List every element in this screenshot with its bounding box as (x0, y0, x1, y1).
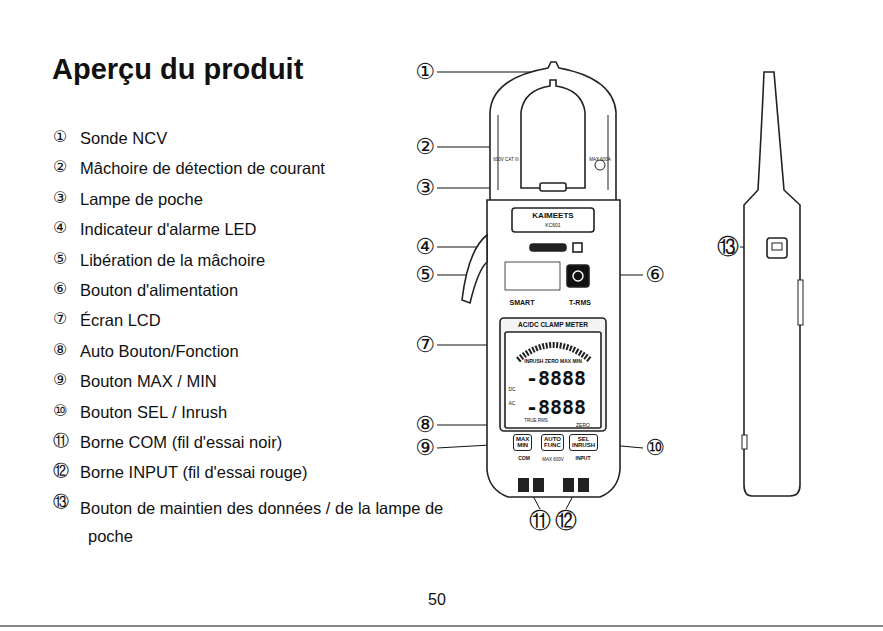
mode-icons (505, 262, 560, 290)
callout-number: ⑨ (415, 436, 435, 460)
jaw-trigger (462, 235, 487, 303)
callout-number: ⑬ (717, 235, 739, 259)
jaw-edge (498, 115, 608, 190)
meter-marking: 600V CAT III (493, 158, 518, 163)
side-lanyard (742, 435, 747, 449)
meter-marking: INPUT (576, 456, 591, 462)
meter-marking: COM (518, 456, 530, 462)
list-number: ⑥ (53, 280, 67, 298)
meter-marking: T-RMS (569, 299, 591, 307)
callout-number: ① (415, 60, 435, 84)
part-name: Bouton MAX / MIN (80, 372, 217, 390)
meter-marking: AC/DC CLAMP METER (518, 321, 588, 328)
led-indicator (530, 244, 566, 251)
callout-number: ⑫ (555, 509, 577, 533)
list-number: ⑦ (53, 310, 67, 328)
hold-button (767, 238, 787, 258)
part-name: Borne INPUT (fil d'essai rouge) (80, 463, 308, 481)
lcd-frame (500, 318, 606, 431)
part-name: Libération de la mâchoire (80, 251, 265, 269)
page-number: 50 (428, 591, 446, 609)
button-label: AUTO FUNC (544, 436, 561, 448)
callout-number: ⑩ (645, 436, 665, 460)
list-number: ⑤ (53, 250, 67, 268)
side-view-body (744, 72, 800, 496)
meter-marking: KC601 (545, 223, 560, 229)
callout-number: ⑪ (529, 509, 551, 533)
hold-icon (772, 243, 782, 250)
part-name: Écran LCD (80, 311, 161, 329)
part-name: Auto Bouton/Fonction (80, 342, 239, 360)
meter-marking: -8888 (526, 396, 586, 418)
callout-number: ⑧ (415, 413, 435, 437)
part-name: Sonde NCV (80, 129, 167, 147)
double-insulation-mark (573, 243, 582, 252)
leader-line (533, 496, 540, 509)
list-number: ⑩ (53, 402, 67, 420)
terminal (518, 478, 529, 492)
callout-number: ④ (415, 235, 435, 259)
callout-number: ⑥ (645, 263, 665, 287)
callout-number: ③ (415, 176, 435, 200)
meter-marking: MAX 600V (542, 458, 564, 463)
bargraph-arc (518, 345, 590, 360)
power-button (567, 265, 589, 287)
flashlight (540, 183, 566, 191)
leader-line (566, 496, 573, 509)
callout-number: ⑦ (415, 333, 435, 357)
terminal (563, 478, 574, 492)
meter-marking: DC (508, 387, 515, 393)
part-name: Bouton de maintien des données / de la l… (80, 494, 488, 550)
callout-number: ⑤ (415, 263, 435, 287)
list-number: ③ (53, 189, 67, 207)
part-name: Mâchoire de détection de courant (80, 159, 325, 177)
terminal (533, 478, 544, 492)
list-number: ⑪ (53, 432, 69, 450)
power-symbol (573, 271, 583, 281)
meter-marking: KAIMEETS (532, 212, 573, 221)
meter-body (487, 200, 620, 497)
lcd-screen (505, 332, 601, 428)
button-label: SEL INRUSH (572, 436, 595, 448)
page-title: Aperçu du produit (52, 54, 303, 86)
list-number: ① (53, 128, 67, 146)
page-rule (0, 626, 883, 627)
list-number: ⑬ (53, 493, 69, 511)
terminal (578, 478, 589, 492)
list-number: ⑫ (53, 462, 69, 480)
leader-line (437, 275, 468, 276)
meter-marking: ZERO (576, 423, 590, 429)
leader-line (437, 147, 492, 148)
meter-marking: -8888 (526, 367, 586, 389)
part-name: Bouton SEL / Inrush (80, 403, 227, 421)
part-name: Indicateur d'alarme LED (80, 220, 257, 238)
meter-button: AUTO FUNC (541, 434, 564, 451)
meter-marking: SMART (510, 299, 535, 307)
part-name: Bouton d'alimentation (80, 281, 238, 299)
meter-button: SEL INRUSH (569, 434, 598, 451)
side-grip (798, 280, 803, 325)
part-name: Borne COM (fil d'essai noir) (80, 433, 282, 451)
list-number: ⑨ (53, 371, 67, 389)
list-number: ④ (53, 219, 67, 237)
list-number: ⑧ (53, 341, 67, 359)
meter-button: MAX MIN (513, 434, 532, 451)
button-label: MAX MIN (516, 436, 529, 448)
jaw-outline (490, 62, 616, 205)
brand-plate (512, 208, 594, 232)
meter-marking: INRUSH ZERO MAX MIN (524, 359, 582, 365)
callout-number: ② (415, 135, 435, 159)
part-name: Lampe de poche (80, 190, 203, 208)
jaw-opening (521, 80, 585, 188)
meter-marking: AC (509, 401, 516, 407)
meter-marking: TRUE RMS (524, 419, 548, 424)
list-number: ② (53, 158, 67, 176)
meter-marking: MAX 600A (589, 158, 611, 163)
